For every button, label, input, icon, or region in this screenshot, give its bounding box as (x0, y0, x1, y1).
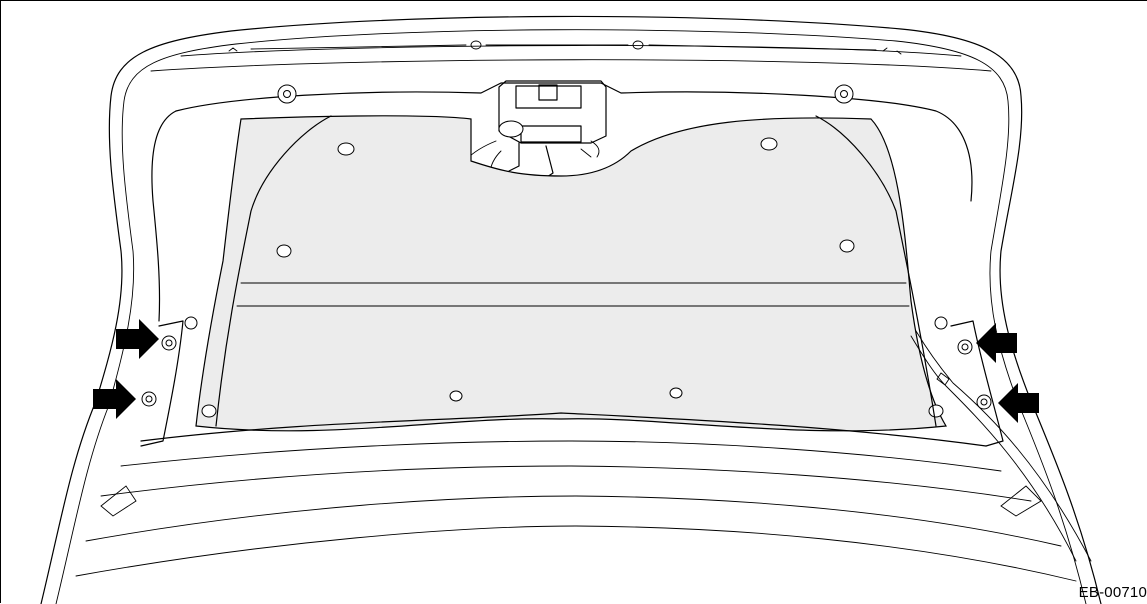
lower-sill-4 (85, 495, 1062, 547)
upper-bolt-bosses (277, 84, 854, 104)
panel-clip-holes (184, 137, 948, 418)
arrow-right-lower (998, 383, 1039, 423)
right-side-channel (815, 115, 937, 427)
lower-sill-3 (100, 465, 1032, 502)
arrow-left-lower (93, 379, 136, 419)
left-side-channel (215, 115, 332, 427)
lower-sill-5 (75, 525, 1077, 582)
arrow-right-upper (976, 323, 1017, 363)
rim-clip-marks (228, 40, 902, 55)
wire-harness (910, 330, 1092, 562)
lid-top-rim-2 (150, 59, 992, 72)
inner-trim-panel (195, 115, 947, 432)
lid-outer-edge (40, 15, 1102, 604)
figure-code: EB-00710 (1078, 584, 1147, 601)
left-hinge-mount (140, 320, 184, 447)
right-hinge-mount (950, 320, 1004, 447)
upper-frame-left (151, 110, 177, 322)
lid-top-rim (180, 45, 962, 57)
lower-sill-2 (120, 440, 1002, 472)
corner-brackets (100, 485, 1042, 517)
lid-outer-edge-inner (55, 29, 1087, 604)
lower-sill (140, 412, 987, 447)
arrow-left-upper (116, 319, 159, 359)
